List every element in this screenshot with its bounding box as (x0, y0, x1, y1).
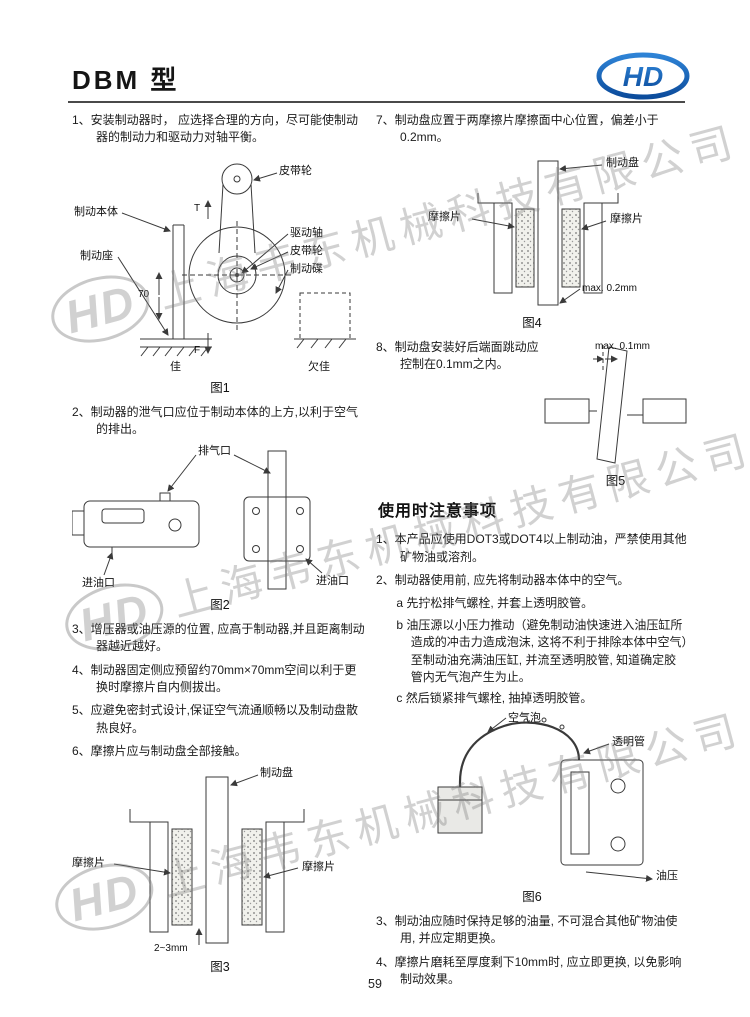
note-2: 2、制动器使用前, 应先将制动器本体中的空气。 (376, 573, 630, 587)
page-number: 59 (368, 977, 382, 991)
figure-6: 空气泡 透明管 油压 图6 (376, 712, 688, 906)
fig4-label-pad-right: 摩擦片 (610, 212, 643, 225)
fig1-label-belt-pulley-inner: 皮带轮 (290, 244, 323, 257)
instruction-item-2: 2、制动器的泄气口应位于制动本体的上方,以利于空气的排出。 (72, 404, 359, 437)
fig1-label-drive-shaft: 驱动轴 (290, 226, 323, 239)
fig6-label-air-bubble: 空气泡 (508, 711, 541, 724)
fig1-label-brake-seat: 制动座 (80, 249, 113, 262)
fig1-label-good: 佳 (170, 360, 181, 373)
figure6-drawing (437, 717, 653, 882)
fig3-label-pad-left: 摩擦片 (72, 856, 105, 869)
fig3-caption: 图3 (210, 959, 230, 974)
instruction-item-1: 1、安装制动器时， 应选择合理的方向，尽可能使制动器的制动力和驱动力对轴平衡。 (72, 113, 359, 145)
instruction-item-7: 7、制动盘应置于两摩擦片摩擦面中心位置，偏差小于0.2mm。 (376, 113, 659, 145)
fig5-caption: 图5 (605, 473, 626, 488)
fig4-caption: 图4 (522, 315, 542, 330)
fig2-label-exhaust-port: 排气口 (198, 444, 231, 457)
fig1-label-brake-body: 制动本体 (74, 205, 118, 218)
note-2a: a 先拧松排气螺栓, 并套上透明胶管。 (396, 596, 594, 611)
fig4-label-pad-left: 摩擦片 (428, 210, 461, 223)
fig1-label-dim-70: 70 (138, 288, 150, 300)
figure4-drawing (471, 160, 619, 306)
item8-fig5-row: 8、制动盘安装好后端面跳动应控制在0.1mm之内。 (376, 339, 688, 497)
fig1-label-belt-pulley-top: 皮带轮 (279, 164, 312, 177)
note-3: 3、制动油应随时保持足够的油量, 不可混合其他矿物油使用, 并应定期更换。 (376, 913, 678, 946)
instruction-item-8: 8、制动盘安装好后端面跳动应控制在0.1mm之内。 (376, 339, 539, 372)
left-column: 1、安装制动器时， 应选择合理的方向，尽可能使制动器的制动力和驱动力对轴平衡。 (72, 112, 368, 983)
fig3-label-gap: 2~3mm (154, 942, 188, 954)
page-title: DBM 型 (72, 65, 180, 95)
fig3-label-brake-disc: 制动盘 (260, 766, 293, 779)
fig2-label-oil-inlet-right: 进油口 (316, 574, 349, 587)
fig1-label-force-t: T (194, 202, 201, 214)
fig6-caption: 图6 (522, 889, 542, 904)
fig1-label-not-good: 欠佳 (308, 360, 330, 373)
fig5-label-max-runout: max. 0.1mm (595, 340, 651, 352)
instruction-item-6: 6、摩擦片应与制动盘全部接触。 (72, 744, 247, 759)
figure-3: 制动盘 摩擦片 摩擦片 2~3mm 图3 (72, 767, 368, 976)
fig4-label-max-offset: max. 0.2mm (582, 282, 638, 294)
note-4: 4、摩擦片磨耗至厚度剩下10mm时, 应立即更换, 以免影响制动效果。 (376, 954, 682, 987)
fig2-caption: 图2 (210, 597, 230, 612)
figure-2: 排气口 进油口 进油口 图2 (72, 445, 368, 614)
usage-notes-heading: 使用时注意事项 (378, 503, 498, 521)
instruction-item-5: 5、应避免密封式设计,保证空气流通顺畅以及制动盘散热良好。 (72, 703, 359, 735)
hd-logo-icon: HD (596, 52, 690, 100)
note-1: 1、本产品应使用DOT3或DOT4以上制动油，严禁使用其他矿物油或溶剂。 (376, 532, 687, 564)
fig3-label-pad-right: 摩擦片 (302, 860, 335, 873)
note-2b: b 油压源以小压力推动（避免制动油快速进入油压缸所造成的冲击力造成泡沫, 这将不… (396, 617, 688, 684)
title-divider (68, 101, 685, 103)
figure-1: 皮带轮 驱动轴 皮带轮 制动碟 制动本体 制动座 70 T F 佳 欠佳 图1 (72, 153, 368, 397)
instruction-item-4: 4、制动器固定侧应预留约70mm×70mm空间以利于更换时摩擦片自内侧拔出。 (72, 662, 357, 694)
fig1-label-force-f: F (194, 344, 201, 356)
fig4-label-brake-disc: 制动盘 (606, 156, 639, 169)
fig6-label-oil-pressure: 油压 (656, 869, 678, 882)
hd-logo-text: HD (623, 61, 663, 92)
figure1-drawing (117, 163, 356, 357)
note-2c: c 然后锁紧排气螺栓, 抽掉透明胶管。 (396, 691, 593, 706)
fig2-label-oil-inlet-left: 进油口 (82, 576, 115, 589)
right-column: 7、制动盘应置于两摩擦片摩擦面中心位置，偏差小于0.2mm。 (376, 112, 688, 994)
figure3-drawing (113, 774, 305, 945)
instruction-item-3: 3、增压器或油压源的位置, 应高于制动器,并且距离制动器越近越好。 (72, 621, 365, 654)
fig1-label-brake-disc: 制动碟 (290, 262, 323, 275)
figure5-drawing (544, 344, 687, 464)
fig1-caption: 图1 (210, 380, 230, 395)
figure2-drawing (72, 450, 323, 590)
fig6-label-transparent-tube: 透明管 (612, 735, 645, 748)
figure-5: max. 0.1mm 图5 (543, 341, 688, 490)
figure-4: 制动盘 摩擦片 摩擦片 max. 0.2mm 图4 (376, 153, 688, 332)
